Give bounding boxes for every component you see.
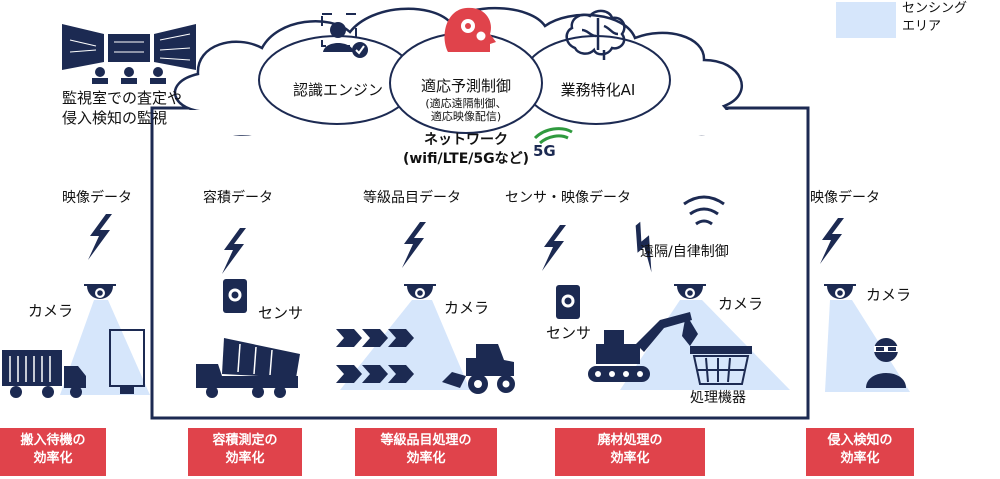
lightning-icon-volume bbox=[222, 228, 246, 274]
sensor-icon-volume bbox=[223, 279, 247, 313]
benefit-badge-3: 等級品目処理の 効率化 bbox=[355, 428, 497, 476]
cloud-label-business-ai: 業務特化AI bbox=[560, 81, 636, 99]
dump-truck-icon bbox=[196, 338, 300, 398]
sensing-area-legend-swatch bbox=[836, 2, 896, 38]
device-label-camera-grade: カメラ bbox=[444, 299, 490, 317]
benefit-badge-5-line2: 効率化 bbox=[840, 451, 880, 466]
device-label-camera-right: カメラ bbox=[866, 286, 912, 304]
benefit-badge-5-line1: 侵入検知の bbox=[827, 433, 893, 448]
legend-label-line1: センシング bbox=[902, 1, 968, 16]
benefit-badge-3-line1: 等級品目処理の bbox=[380, 433, 472, 448]
5g-logo-text: 5G bbox=[533, 142, 556, 160]
monitor-room-icon bbox=[62, 24, 196, 84]
device-label-sensor-waste: センサ bbox=[546, 324, 592, 342]
benefit-badge-2-line1: 容積測定の bbox=[212, 433, 278, 448]
device-label-remote: 遠隔/自律制御 bbox=[640, 244, 729, 260]
data-label-grade: 等級品目データ bbox=[363, 190, 461, 206]
data-label-video-right: 映像データ bbox=[810, 190, 880, 206]
lightning-icon-left bbox=[88, 214, 112, 260]
cloud-label-predictive: 適応予測制御 bbox=[420, 77, 512, 95]
monitoring-label-line1: 監視室での査定や bbox=[62, 89, 183, 107]
camera-icon-waste bbox=[674, 284, 706, 299]
benefit-badge-4: 廃材処理の 効率化 bbox=[555, 428, 705, 476]
benefit-badge-4-line1: 廃材処理の bbox=[597, 433, 663, 448]
benefit-badge-1-line2: 効率化 bbox=[33, 451, 73, 466]
door-icon bbox=[109, 329, 145, 394]
lightning-icon-waste-sensor bbox=[542, 225, 566, 271]
benefit-badge-2-line2: 効率化 bbox=[225, 451, 265, 466]
lightning-icon-grade bbox=[402, 222, 426, 268]
intruder-icon bbox=[866, 338, 906, 388]
truck-icon bbox=[2, 350, 86, 398]
device-label-processor: 処理機器 bbox=[690, 390, 746, 406]
benefit-badge-3-line2: 効率化 bbox=[406, 451, 446, 466]
brain-icon bbox=[565, 9, 626, 60]
cloud-label-predictive-sub2: 適応映像配信) bbox=[430, 110, 502, 123]
basket-icon bbox=[690, 346, 752, 385]
cloud-label-predictive-sub1: (適応遠隔制御、 bbox=[425, 97, 507, 110]
excavator-icon bbox=[588, 312, 698, 382]
loader-icon bbox=[442, 344, 515, 394]
5g-logo-icon bbox=[533, 127, 573, 145]
camera-icon-grade bbox=[404, 284, 436, 299]
benefit-badge-1: 搬入待機の 効率化 bbox=[0, 428, 106, 476]
monitoring-label-line2: 侵入検知の監視 bbox=[62, 109, 168, 127]
cloud-node-business-ai bbox=[521, 35, 671, 125]
benefit-badge-1-line1: 搬入待機の bbox=[20, 433, 86, 448]
data-label-volume: 容積データ bbox=[203, 190, 273, 206]
lightning-icon-right bbox=[820, 218, 844, 264]
device-label-camera-left: カメラ bbox=[28, 302, 74, 320]
camera-icon-left bbox=[84, 284, 116, 299]
sensor-icon-waste bbox=[556, 285, 580, 319]
cloud-label-recognition: 認識エンジン bbox=[292, 81, 384, 99]
device-label-camera-waste: カメラ bbox=[718, 295, 764, 313]
face-check-icon bbox=[321, 13, 368, 58]
legend-label-line2: エリア bbox=[902, 19, 942, 34]
data-label-sensor-video: センサ・映像データ bbox=[505, 190, 631, 206]
camera-icon-right bbox=[824, 284, 856, 299]
sensing-area-waste bbox=[620, 300, 790, 390]
benefit-badge-4-line2: 効率化 bbox=[610, 451, 650, 466]
device-label-sensor-volume: センサ bbox=[258, 304, 304, 322]
sensing-area-left bbox=[60, 300, 150, 395]
benefit-badge-2: 容積測定の 効率化 bbox=[188, 428, 302, 476]
signal-icon bbox=[683, 195, 725, 226]
network-label-line2: (wifi/LTE/5Gなど) bbox=[402, 151, 530, 167]
benefit-badge-5: 侵入検知の 効率化 bbox=[806, 428, 914, 476]
data-label-video-left: 映像データ bbox=[62, 190, 132, 206]
network-label-line1: ネットワーク bbox=[424, 132, 508, 148]
gear-head-icon bbox=[444, 7, 496, 53]
sensing-area-right bbox=[825, 300, 910, 392]
